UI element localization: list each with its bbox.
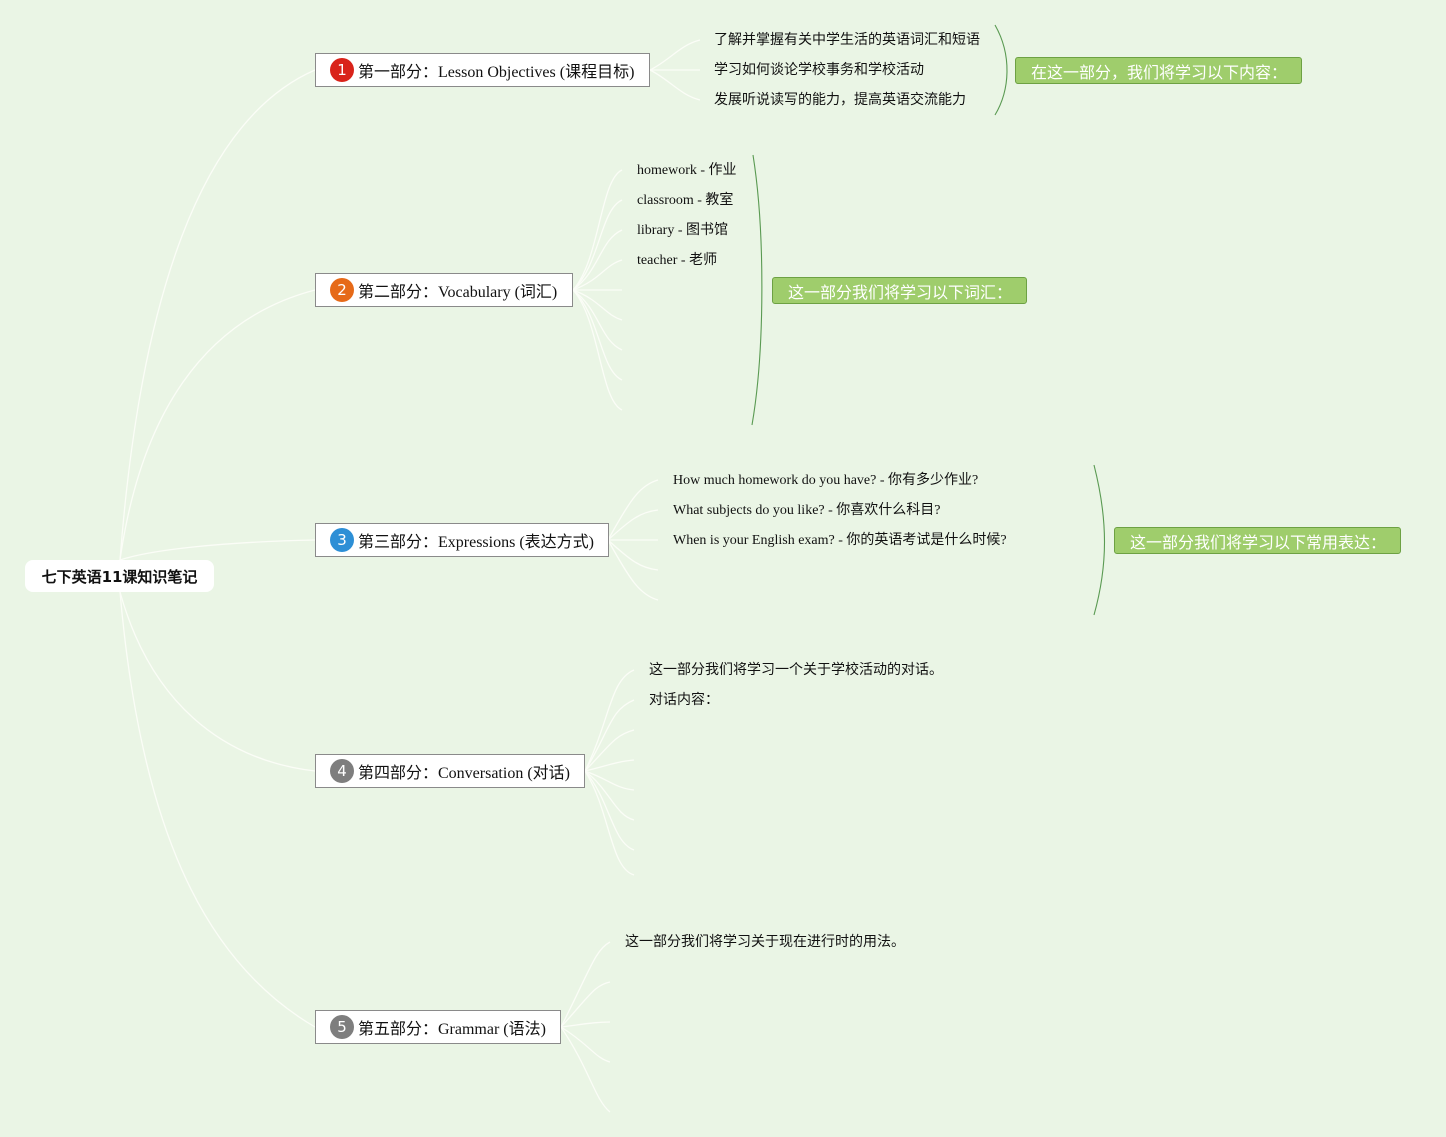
number-badge-4: 4	[330, 759, 354, 783]
topic-expressions[interactable]: 3 第三部分：Expressions (表达方式)	[315, 523, 609, 557]
topic-title: 第三部分：Expressions (表达方式)	[358, 534, 594, 551]
number-badge-3: 3	[330, 528, 354, 552]
root-title: 七下英语11课知识笔记	[41, 567, 198, 586]
callout-text: 在这一部分，我们将学习以下内容：	[1031, 62, 1288, 82]
root-node[interactable]: 七下英语11课知识笔记	[25, 560, 214, 592]
objective-item[interactable]: 发展听说读写的能力，提高英语交流能力	[714, 93, 966, 108]
topic-title: 第一部分：Lesson Objectives (课程目标)	[358, 64, 635, 81]
topic-grammar[interactable]: 5 第五部分：Grammar (语法)	[315, 1010, 561, 1044]
topic-vocabulary[interactable]: 2 第二部分：Vocabulary (词汇)	[315, 273, 573, 307]
grammar-item[interactable]: 这一部分我们将学习关于现在进行时的用法。	[625, 935, 905, 950]
summary-callout-objectives[interactable]: 在这一部分，我们将学习以下内容：	[1015, 57, 1302, 84]
topic-title: 第四部分：Conversation (对话)	[358, 765, 570, 782]
topic-lesson-objectives[interactable]: 1 第一部分：Lesson Objectives (课程目标)	[315, 53, 650, 87]
vocabulary-item[interactable]: library - 图书馆	[637, 223, 728, 238]
objective-item[interactable]: 学习如何谈论学校事务和学校活动	[714, 63, 924, 78]
conversation-item[interactable]: 对话内容：	[649, 693, 719, 708]
expression-item[interactable]: When is your English exam? - 你的英语考试是什么时候…	[673, 533, 1007, 548]
number-badge-2: 2	[330, 278, 354, 302]
topic-title: 第二部分：Vocabulary (词汇)	[358, 284, 558, 301]
expression-item[interactable]: How much homework do you have? - 你有多少作业?	[673, 473, 979, 488]
vocabulary-item[interactable]: homework - 作业	[637, 163, 737, 178]
vocabulary-item[interactable]: teacher - 老师	[637, 253, 718, 268]
vocabulary-item[interactable]: classroom - 教室	[637, 193, 734, 208]
topic-title: 第五部分：Grammar (语法)	[358, 1021, 546, 1038]
expression-item[interactable]: What subjects do you like? - 你喜欢什么科目?	[673, 503, 941, 518]
objective-item[interactable]: 了解并掌握有关中学生活的英语词汇和短语	[714, 33, 980, 48]
number-badge-5: 5	[330, 1015, 354, 1039]
summary-callout-expressions[interactable]: 这一部分我们将学习以下常用表达：	[1114, 527, 1401, 554]
callout-text: 这一部分我们将学习以下词汇：	[788, 282, 1013, 302]
number-badge-1: 1	[330, 58, 354, 82]
summary-callout-vocabulary[interactable]: 这一部分我们将学习以下词汇：	[772, 277, 1027, 304]
callout-text: 这一部分我们将学习以下常用表达：	[1130, 532, 1387, 552]
topic-conversation[interactable]: 4 第四部分：Conversation (对话)	[315, 754, 585, 788]
conversation-item[interactable]: 这一部分我们将学习一个关于学校活动的对话。	[649, 663, 943, 678]
